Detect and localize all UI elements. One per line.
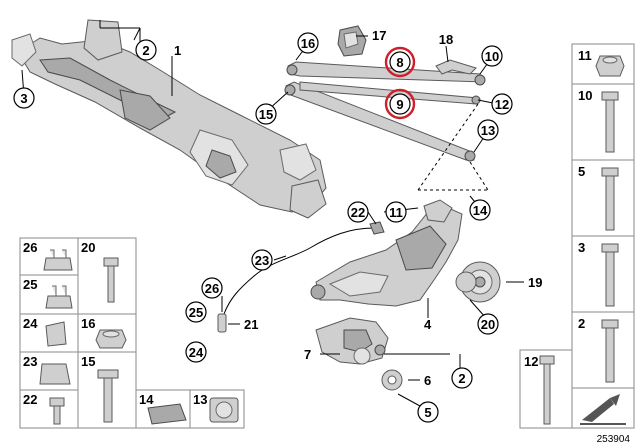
bushing-13-icon <box>209 397 239 423</box>
callout-20-ring <box>477 313 499 335</box>
grid-label-15: 15 <box>81 354 95 369</box>
bolt-3-icon <box>601 243 619 307</box>
bolt-20-icon <box>103 257 119 303</box>
grid-label-16: 16 <box>81 316 95 331</box>
bolt-10-icon <box>601 91 619 153</box>
bolt-2-icon <box>601 319 619 383</box>
callout-14-ring <box>469 199 491 221</box>
callout-7: 7 <box>304 347 311 362</box>
callout-17: 17 <box>372 28 386 43</box>
callout-22: 22 <box>351 205 365 220</box>
column-label-11: 11 <box>578 48 592 63</box>
callout-2a: 2 <box>142 43 149 58</box>
callout-11-ring <box>385 201 407 223</box>
callout-23: 23 <box>255 253 269 268</box>
callout-16-ring <box>297 32 319 54</box>
parts-grid-left: 26 20 25 24 16 23 15 22 14 13 <box>19 237 245 429</box>
callout-13: 13 <box>481 123 495 138</box>
sensor-cable <box>217 221 385 333</box>
callout-2b: 2 <box>458 371 465 386</box>
callout-4: 4 <box>424 317 432 332</box>
bolt-22-icon <box>49 397 65 425</box>
callout-5-ring <box>417 401 439 423</box>
grid-label-26: 26 <box>23 240 37 255</box>
callout-3: 3 <box>20 91 27 106</box>
axle-carrier <box>11 19 327 219</box>
wheel-carrier <box>310 199 463 307</box>
bolt-5-icon <box>601 167 619 231</box>
callout-15-ring <box>255 103 277 125</box>
bolt-12-icon <box>539 355 555 425</box>
lower-control-arm <box>284 81 481 162</box>
grid-label-24: 24 <box>23 316 38 331</box>
callout-8: 8 <box>396 55 403 70</box>
clip-25-icon <box>45 295 73 309</box>
column-label-3: 3 <box>578 240 585 255</box>
washer <box>381 369 403 391</box>
callout-9: 9 <box>396 97 403 112</box>
wheel-hub <box>455 261 501 303</box>
grid-label-14: 14 <box>139 392 154 407</box>
callout-24: 24 <box>189 345 204 360</box>
callout-26: 26 <box>205 281 219 296</box>
parts-column-right: 11 10 5 3 2 12 <box>519 43 635 429</box>
callout-2b-ring <box>451 367 473 389</box>
callout-16: 16 <box>301 36 315 51</box>
column-label-10: 10 <box>578 88 592 103</box>
bolt-15-icon <box>97 369 119 423</box>
callout-26-ring <box>201 277 223 299</box>
upper-control-arm <box>286 61 486 86</box>
callout-10-ring <box>481 45 503 67</box>
callout-1: 1 <box>174 43 181 58</box>
lower-link <box>315 317 389 365</box>
clip-23-icon <box>39 363 71 385</box>
callout-20: 20 <box>481 317 495 332</box>
callout-23-ring <box>251 249 273 271</box>
grid-label-25: 25 <box>23 277 37 292</box>
callout-22-ring <box>347 201 369 223</box>
callout-9-ring <box>389 93 411 115</box>
callout-12-ring <box>491 93 513 115</box>
callout-25: 25 <box>189 305 203 320</box>
nut-16-icon <box>95 329 127 349</box>
callout-2a-ring <box>135 39 157 61</box>
catalog-number: 253904 <box>597 434 631 445</box>
arrow-symbol-icon <box>580 394 626 425</box>
grid-label-22: 22 <box>23 392 37 407</box>
callout-10: 10 <box>485 49 499 64</box>
callout-21: 21 <box>244 317 258 332</box>
clip-24-icon <box>45 321 67 347</box>
bracket <box>435 59 477 75</box>
highlight-9-ring <box>384 88 416 120</box>
rubber-mount <box>337 25 367 57</box>
callout-13-ring <box>477 119 499 141</box>
highlight-8-ring <box>384 46 416 78</box>
callout-14: 14 <box>473 203 488 218</box>
column-label-2: 2 <box>578 316 585 331</box>
grid-label-23: 23 <box>23 354 37 369</box>
clip-26-icon <box>43 257 73 271</box>
callout-25-ring <box>185 301 207 323</box>
nut-11-icon <box>595 55 625 77</box>
callout-12: 12 <box>495 97 509 112</box>
callout-5: 5 <box>424 405 431 420</box>
callout-11: 11 <box>389 205 403 220</box>
callout-18: 18 <box>439 32 453 47</box>
callout-15: 15 <box>259 107 273 122</box>
callout-8-ring <box>389 51 411 73</box>
clip-14-icon <box>147 403 187 425</box>
column-label-5: 5 <box>578 164 585 179</box>
callout-6: 6 <box>424 373 431 388</box>
callout-24-ring <box>185 341 207 363</box>
callout-labels: 1 2 3 16 15 17 8 9 18 10 12 13 14 22 11 … <box>13 28 542 423</box>
column-label-12: 12 <box>524 354 538 369</box>
callout-19: 19 <box>528 275 542 290</box>
grid-label-20: 20 <box>81 240 95 255</box>
grid-label-13: 13 <box>193 392 207 407</box>
callout-3-ring <box>13 87 35 109</box>
